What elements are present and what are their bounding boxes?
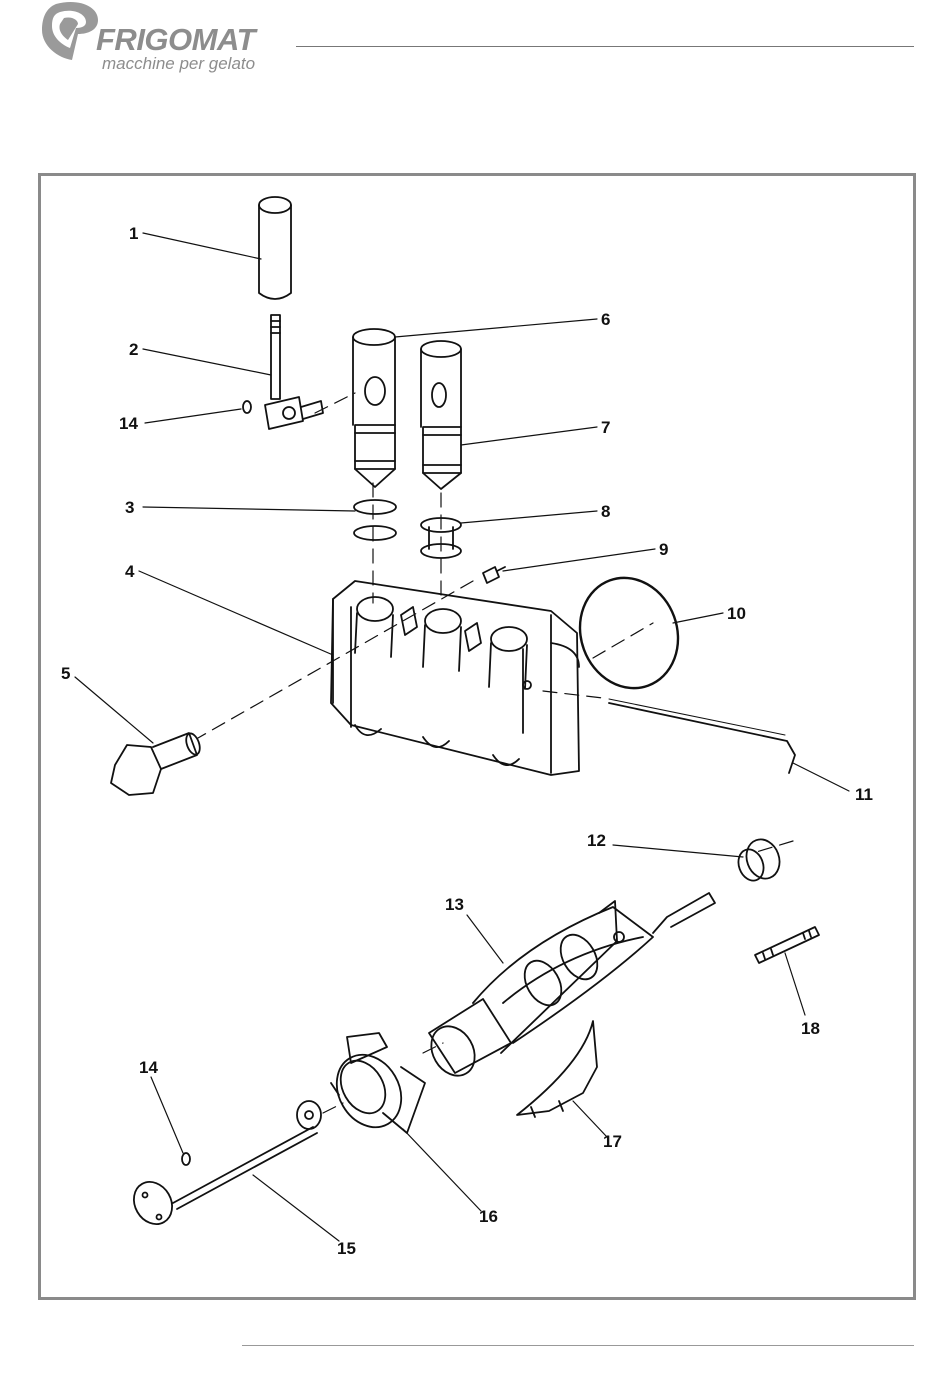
callout-5: 5 [61, 664, 70, 683]
part-scraper-cone [324, 1033, 425, 1139]
part-dispensing-body [331, 581, 579, 775]
part-piston-left [353, 329, 395, 487]
callout-numbers: 1 2 14 3 4 5 6 7 8 9 10 11 12 13 18 14 1… [61, 224, 873, 1258]
exploded-view-frame: 1 2 14 3 4 5 6 7 8 9 10 11 12 13 18 14 1… [38, 173, 916, 1300]
part-bushing [734, 835, 785, 884]
exploded-view-diagram: 1 2 14 3 4 5 6 7 8 9 10 11 12 13 18 14 1… [41, 176, 913, 1297]
callout-11: 11 [855, 785, 873, 804]
callout-17: 17 [603, 1132, 622, 1151]
footer-divider [242, 1345, 914, 1346]
part-lever-rod [265, 315, 323, 429]
part-threaded-knob [111, 732, 202, 795]
brand-tagline: macchine per gelato [102, 54, 255, 73]
callout-4: 4 [125, 562, 135, 581]
callout-12: 12 [587, 831, 606, 850]
callout-10: 10 [727, 604, 746, 623]
callout-18: 18 [801, 1019, 820, 1038]
logo-emblem-icon [42, 2, 98, 60]
part-beater-dasher [423, 893, 715, 1084]
part-oring-small-bottom [182, 1153, 190, 1165]
callout-14-bottom: 14 [139, 1058, 158, 1077]
part-oring-left-lower [354, 526, 396, 540]
part-shaft-with-plate [126, 1101, 321, 1231]
callout-3: 3 [125, 498, 134, 517]
assembly-axis-lines [198, 393, 793, 1113]
callout-6: 6 [601, 310, 610, 329]
part-piston-right [421, 341, 461, 489]
part-bent-rod [609, 699, 795, 773]
part-large-oring [565, 564, 694, 702]
callout-9: 9 [659, 540, 668, 559]
callout-7: 7 [601, 418, 610, 437]
part-oring-left-upper [354, 500, 396, 514]
frigomat-logo: FRIGOMAT macchine per gelato [38, 0, 298, 76]
callout-13: 13 [445, 895, 464, 914]
callout-8: 8 [601, 502, 610, 521]
header-divider [296, 46, 914, 47]
part-small-pin [483, 567, 505, 583]
callout-1: 1 [129, 224, 138, 243]
callout-15: 15 [337, 1239, 356, 1258]
brand-name: FRIGOMAT [96, 22, 259, 57]
callout-2: 2 [129, 340, 138, 359]
part-handle-knob [259, 197, 291, 299]
part-scraper-blade [517, 1021, 597, 1117]
callout-16: 16 [479, 1207, 498, 1226]
callout-14-top: 14 [119, 414, 138, 433]
part-oring-small-top [243, 401, 251, 413]
